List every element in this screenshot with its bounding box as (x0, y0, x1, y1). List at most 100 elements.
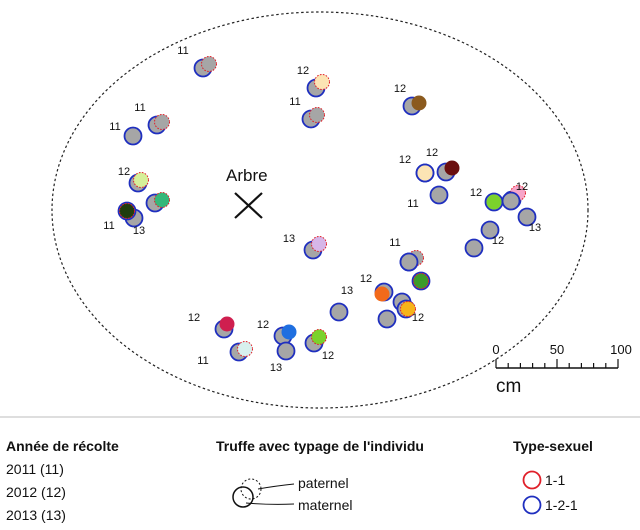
truffle-year-label: 13 (341, 285, 353, 297)
legend-paternal-circle (240, 478, 262, 500)
truffle-year-label: 12 (412, 312, 424, 324)
legend-year: Année de récolte 2011 (11) 2012 (12) 201… (6, 438, 119, 523)
truffle: 11 (289, 96, 325, 129)
truffle: 12 (297, 65, 330, 98)
legend-year-2013: 2013 (13) (6, 507, 66, 523)
truffle-year-label: 12 (399, 154, 411, 166)
truffle-paternal-circle (281, 324, 297, 340)
tree-marker (234, 192, 263, 219)
truffle-year-label: 11 (109, 121, 120, 133)
truffle-paternal-circle (411, 95, 427, 111)
truffle (415, 163, 435, 183)
truffle (145, 192, 170, 213)
tree-label: Arbre (226, 166, 268, 185)
truffle: 12 (118, 166, 149, 193)
truffle: 12 (426, 147, 460, 182)
truffle-year-label: 12 (118, 166, 130, 178)
legend-mating-1-2-1-circle (522, 495, 542, 515)
truffle-year-label: 11 (177, 45, 188, 57)
truffle-maternal-circle (480, 220, 500, 240)
legend-mating-1-1-label: 1-1 (545, 472, 565, 488)
truffle: 12 (257, 319, 297, 346)
truffle-year-label: 12 (516, 181, 528, 193)
legend-mating: Type-sexuel 1-1 1-2-1 (513, 438, 593, 515)
scale-label-100: 100 (610, 342, 632, 357)
truffle: 12 (480, 220, 504, 247)
truffle-year-label: 11 (289, 96, 300, 108)
truffle: 11 (134, 102, 170, 135)
truffle-paternal-circle (133, 172, 149, 188)
truffle-maternal-circle (399, 252, 419, 272)
legend-typing-title: Truffe avec typage de l'individu (216, 438, 424, 454)
truffle-maternal-circle (415, 163, 435, 183)
legend-typing: Truffe avec typage de l'individu paterne… (216, 438, 424, 513)
truffle-year-label: 13 (283, 233, 295, 245)
truffle-paternal-circle (314, 74, 330, 90)
legend-year-title: Année de récolte (6, 438, 119, 454)
truffle-maternal-circle (276, 341, 296, 361)
truffle-year-label: 12 (492, 235, 504, 247)
truffle-year-label: 13 (529, 222, 541, 234)
scale-unit: cm (496, 376, 521, 397)
truffle-year-label: 11 (389, 237, 400, 249)
truffle: 12 (394, 83, 427, 116)
truffle-year-label: 11 (103, 220, 114, 232)
truffle-paternal-circle (413, 273, 429, 289)
legend-year-2012: 2012 (12) (6, 484, 66, 500)
truffle-paternal-circle (201, 56, 217, 72)
truffle-paternal-circle (154, 114, 170, 130)
truffle: 12 (304, 329, 334, 362)
truffle: 12 (360, 273, 394, 302)
truffle: 13 (329, 285, 353, 322)
truffle: 13 (283, 233, 327, 260)
legend-mating-title: Type-sexuel (513, 438, 593, 454)
legend-maternal-circle (232, 486, 254, 508)
truffle-year-label: 13 (133, 225, 145, 237)
truffle-maternal-circle (329, 302, 349, 322)
truffle (399, 252, 419, 272)
truffle-year-label: 12 (470, 187, 482, 199)
truffle: 12 (470, 187, 504, 212)
truffle-year-label: 11 (407, 198, 418, 210)
truffle (377, 309, 397, 329)
truffle-paternal-circle (119, 203, 135, 219)
truffle: 11 (109, 121, 143, 146)
truffle-year-label: 12 (188, 312, 200, 324)
truffle: 12 (396, 299, 424, 324)
truffle-maternal-circle (377, 309, 397, 329)
truffle-year-label: 12 (322, 350, 334, 362)
truffle-year-label: 12 (257, 319, 269, 331)
legend-mating-1-1-circle (522, 470, 542, 490)
truffle-maternal-circle (517, 207, 537, 227)
truffle (501, 191, 521, 211)
truffle-paternal-circle (154, 192, 170, 208)
truffle: 13 (517, 207, 541, 234)
truffle: 11 (177, 45, 217, 78)
truffle: 13 (270, 341, 296, 374)
truffle-paternal-circle (374, 286, 390, 302)
truffle-maternal-circle (123, 126, 143, 146)
legend-mating-1-2-1-label: 1-2-1 (545, 497, 578, 513)
truffle (411, 271, 431, 291)
truffle-year-label: 12 (394, 83, 406, 95)
truffle-paternal-circle (237, 341, 253, 357)
truffle-maternal-circle (429, 185, 449, 205)
legend-maternal-label: maternel (298, 497, 352, 513)
truffle-year-label: 11 (197, 355, 208, 367)
truffle: 11 (407, 185, 449, 210)
truffle-paternal-circle (311, 236, 327, 252)
truffle-year-label: 12 (360, 273, 372, 285)
truffle-paternal-circle (309, 107, 325, 123)
truffle: 11 (103, 201, 137, 232)
legend-paternal-label: paternel (298, 475, 349, 491)
truffle-year-label: 13 (270, 362, 282, 374)
truffle-year-label: 11 (134, 102, 145, 114)
truffle-paternal-circle (486, 194, 502, 210)
truffle-paternal-circle (311, 329, 327, 345)
truffle-paternal-circle (400, 301, 416, 317)
truffle-year-label: 12 (426, 147, 438, 159)
truffle-paternal-circle (219, 316, 235, 332)
scale-label-0: 0 (492, 342, 499, 357)
